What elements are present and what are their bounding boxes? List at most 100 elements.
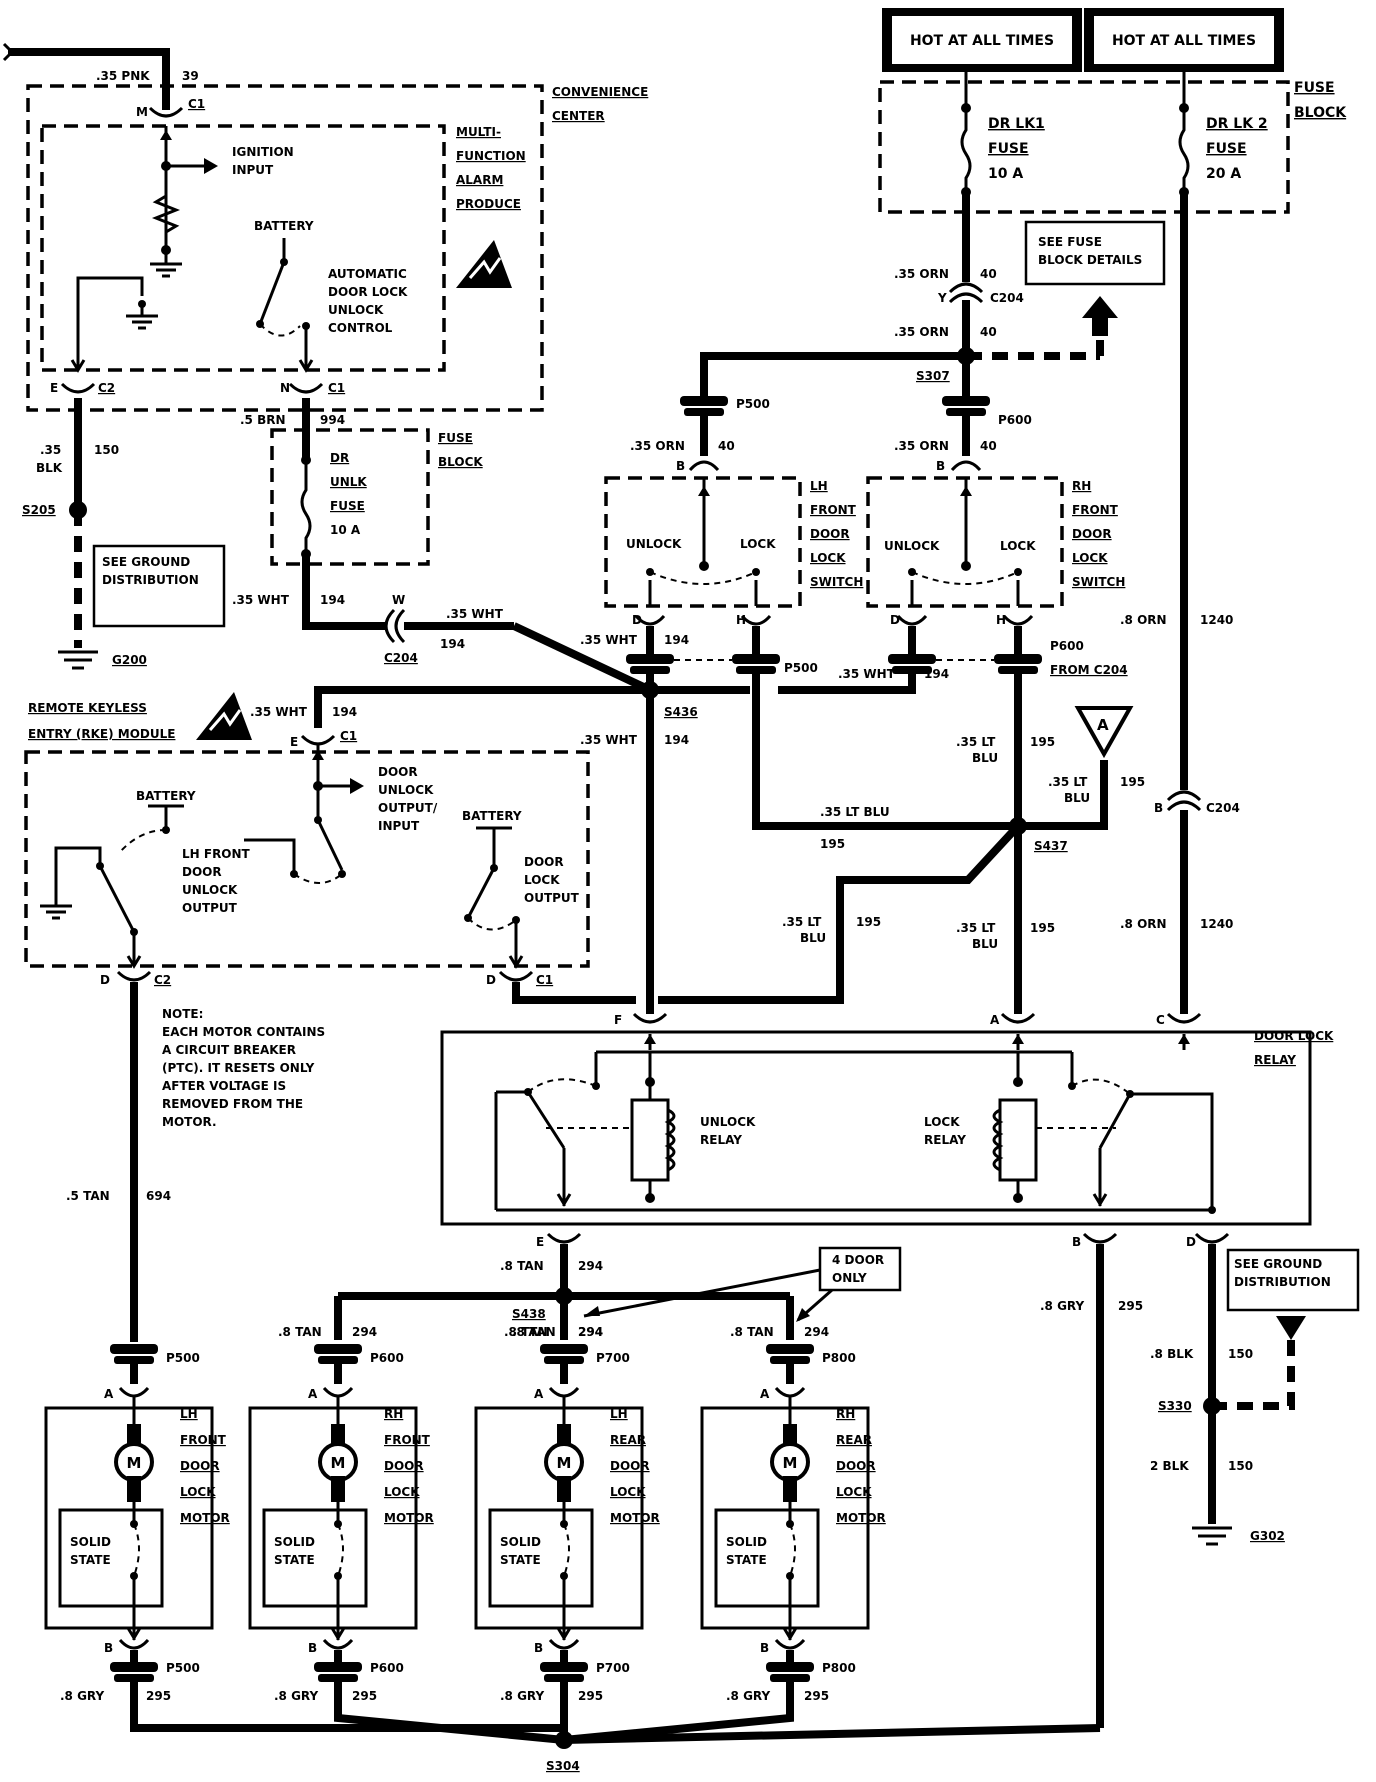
lh-switch-lock: LOCK — [740, 537, 776, 551]
motor-2-top-conn-label: P700 — [596, 1351, 630, 1365]
rh-switch-label-4: SWITCH — [1072, 575, 1125, 589]
convenience-center-label: CONVENIENCE — [552, 85, 648, 99]
motor-2-bot-conn — [540, 1662, 588, 1672]
motor-0-bot-conn-label: P500 — [166, 1661, 200, 1675]
s330-label: S330 — [1158, 1399, 1192, 1413]
c2-rke-label: C2 — [154, 973, 171, 987]
pin-e-rke: E — [290, 735, 298, 749]
unlock-relay-1: RELAY — [700, 1133, 742, 1147]
pin-e-c2: E — [50, 381, 58, 395]
arrow-right-icon-2 — [350, 778, 364, 794]
reference-a-label: A — [1097, 716, 1109, 734]
wire-orn-1240b: .8 ORN — [1120, 917, 1167, 931]
motor-2-top-conn — [540, 1344, 588, 1354]
mfap-label-1: FUNCTION — [456, 149, 526, 163]
p500b-label: P500 — [784, 661, 818, 675]
wire-num-1240b: 1240 — [1200, 917, 1233, 931]
motor-3-wire-num: 294 — [804, 1325, 829, 1339]
wire-orn-40d: .35 ORN — [894, 439, 949, 453]
mfap-label-3: PRODUCE — [456, 197, 521, 211]
wire-gry-295: .8 GRY — [1040, 1299, 1085, 1313]
note-3: (PTC). IT RESETS ONLY — [162, 1061, 315, 1075]
wire-ltblu-3b: BLU — [1064, 791, 1090, 805]
wire-brn-994: .5 BRN — [240, 413, 286, 427]
wire-tan-694: .5 TAN — [66, 1189, 110, 1203]
wire-pnk-39: .35 PNK — [96, 69, 150, 83]
wire-num-295: 295 — [1118, 1299, 1143, 1313]
auto-lock-0: AUTOMATIC — [328, 267, 407, 281]
wire-ltblu-3a: .35 LT — [1048, 775, 1088, 789]
multi-function-alarm-box — [40, 124, 446, 372]
pin-b-out: B — [1072, 1235, 1081, 1249]
c1-top-label: C1 — [188, 97, 205, 111]
pin-d-c2: D — [100, 973, 110, 987]
motor-0-solid-0: SOLID — [70, 1535, 111, 1549]
arrow-right-icon — [204, 158, 218, 174]
wire-num-195d: 195 — [856, 915, 881, 929]
wire-num-194c: 194 — [664, 633, 689, 647]
motor-3-top-conn-label: P800 — [822, 1351, 856, 1365]
motor-0-m: M — [127, 1454, 142, 1472]
motor-3-solid-state-box — [714, 1508, 820, 1608]
lh-unlock-3: OUTPUT — [182, 901, 238, 915]
note-4: AFTER VOLTAGE IS — [162, 1079, 286, 1093]
battery-label-rke-1: BATTERY — [136, 789, 196, 803]
lock-coil-icon — [992, 1108, 1004, 1172]
dr-unlk-fuse-0: DR — [330, 451, 349, 465]
pin-n-c1: N — [280, 381, 290, 395]
motor-1-top-conn-label: P600 — [370, 1351, 404, 1365]
p600a-label: P600 — [998, 413, 1032, 427]
motor-0-top-conn-label: P500 — [166, 1351, 200, 1365]
ignition-input-1: INPUT — [232, 163, 274, 177]
hot-at-all-times-1: HOT AT ALL TIMES — [882, 8, 1082, 72]
fuse-block-label: FUSE — [1294, 80, 1335, 96]
wire-num-195e: 195 — [1030, 921, 1055, 935]
fuse-block-label-dr-2: BLOCK — [438, 455, 483, 469]
relay-label-0: DOOR LOCK — [1254, 1029, 1334, 1043]
wire-ltblu-4b: BLU — [800, 931, 826, 945]
pin-b-c204: B — [1154, 801, 1163, 815]
motor-2-name-4: MOTOR — [610, 1511, 660, 1525]
lh-unlock-0: LH FRONT — [182, 847, 251, 861]
wire-ltblu-5b: BLU — [972, 937, 998, 951]
wire-wht-194c: .35 WHT — [580, 633, 638, 647]
dr-lk2-label: DR LK 2 — [1206, 116, 1268, 132]
motor-1-solid-0: SOLID — [274, 1535, 315, 1549]
wire-num-40c: 40 — [718, 439, 735, 453]
auto-lock-3: CONTROL — [328, 321, 393, 335]
four-door-0: 4 DOOR — [832, 1253, 884, 1267]
lock-relay-0: LOCK — [924, 1115, 960, 1129]
wire-tan-294b: .8 TAN — [512, 1325, 556, 1339]
rke-label-0: REMOTE KEYLESS — [28, 701, 147, 715]
rh-switch-label-0: RH — [1072, 479, 1091, 493]
unlock-relay-coil — [630, 1098, 670, 1182]
c1-label: C1 — [328, 381, 345, 395]
motor-0-bot-conn — [110, 1662, 158, 1672]
note-1: EACH MOTOR CONTAINS — [162, 1025, 325, 1039]
dr-lk2-rating: 20 A — [1206, 166, 1241, 182]
door-lock-relay-box — [440, 1030, 1312, 1226]
fuse-block-label-dr: FUSE — [438, 431, 473, 445]
pin-d-out: D — [1186, 1235, 1196, 1249]
wire-num-39: 39 — [182, 69, 199, 83]
motor-0-pin-a: A — [104, 1387, 114, 1401]
wire-tan-294: .8 TAN — [500, 1259, 544, 1273]
motor-2-solid-0: SOLID — [500, 1535, 541, 1549]
connector-row-switch — [626, 654, 1042, 674]
wire-num-40b: 40 — [980, 325, 997, 339]
see-fuse-details-1: SEE FUSE — [1038, 235, 1102, 249]
wire-orn-40a: .35 ORN — [894, 267, 949, 281]
four-door-only-box — [818, 1246, 902, 1292]
see-ground-box-2 — [1226, 1248, 1360, 1312]
motor-2-gry-num: 295 — [578, 1689, 603, 1703]
hot-label-1: HOT AT ALL TIMES — [910, 33, 1054, 49]
wire-num-150b: 150 — [1228, 1459, 1253, 1473]
unlock-coil-icon — [664, 1108, 676, 1172]
note-2: A CIRCUIT BREAKER — [162, 1043, 296, 1057]
motor-3-name-1: REAR — [836, 1433, 872, 1447]
motor-0-name-3: LOCK — [180, 1485, 216, 1499]
s205-label: S205 — [22, 503, 56, 517]
wire-ltblu-2a: .35 LT — [956, 735, 996, 749]
wire-wht-194a: .35 WHT — [232, 593, 290, 607]
wire-ltblu-1: .35 LT BLU — [820, 805, 890, 819]
